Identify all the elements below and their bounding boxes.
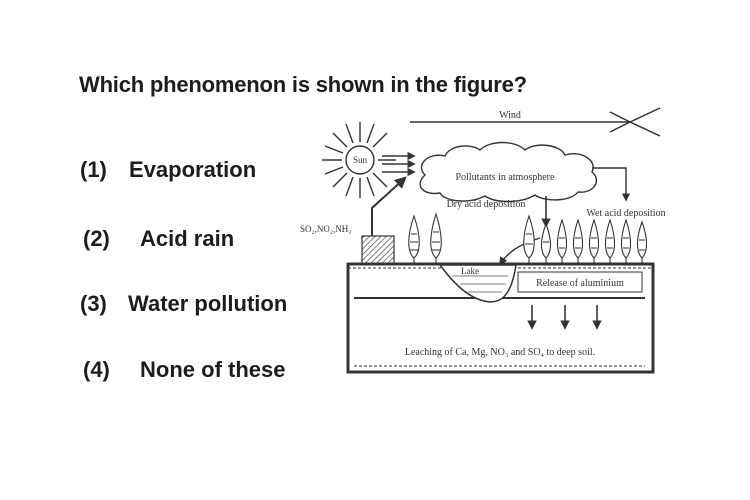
lake-label: Lake [461, 266, 479, 276]
pollutant-cloud [419, 141, 597, 203]
leaching-label: Leaching of Ca, Mg, NO₃ and SO₄ to deep … [405, 347, 595, 358]
option-3[interactable]: (3) Water pollution [80, 291, 287, 317]
aluminium-box [517, 271, 643, 293]
option-4-number: (4) [83, 357, 110, 382]
option-4-label: None of these [140, 357, 286, 382]
wet-deposition-arrow [592, 167, 631, 202]
tree [523, 214, 535, 265]
wet-deposition-label: Wet acid deposition [586, 208, 665, 219]
lake [438, 264, 517, 303]
tree [604, 218, 616, 265]
leaching-arrows [527, 305, 602, 330]
option-4[interactable]: (4) None of these [83, 357, 285, 383]
dry-deposition-label: Dry acid deposition [447, 199, 526, 210]
sunlight-arrows [382, 151, 416, 177]
tree [408, 214, 420, 265]
option-1[interactable]: (1) Evaporation [80, 157, 256, 183]
option-3-number: (3) [80, 291, 107, 316]
lake-ripples [452, 275, 508, 293]
sun-icon [322, 122, 396, 198]
tree [556, 218, 568, 265]
option-2[interactable]: (2) Acid rain [83, 226, 234, 252]
option-3-label: Water pollution [128, 291, 288, 316]
tree [572, 218, 584, 265]
emissions-label: SO₂,NO₂,NH₃ [300, 224, 351, 234]
runoff-arrow [499, 237, 541, 266]
tree [588, 218, 600, 265]
wind-arrow [410, 107, 661, 137]
trees [408, 212, 648, 265]
tree [430, 212, 442, 265]
option-1-label: Evaporation [129, 157, 257, 182]
tree [636, 220, 648, 265]
sun-label: Sun [353, 155, 368, 165]
option-2-number: (2) [83, 226, 110, 251]
emission-arrow [371, 176, 407, 236]
tree [540, 222, 552, 265]
tree [620, 218, 632, 265]
factory-block [361, 235, 395, 265]
option-1-number: (1) [80, 157, 107, 182]
pollutants-label: Pollutants in atmosphere [456, 172, 555, 183]
question-text: Which phenomenon is shown in the figure? [79, 72, 527, 97]
option-2-label: Acid rain [140, 226, 235, 251]
wind-label: Wind [499, 110, 521, 121]
aluminium-label: Release of aluminium [536, 278, 624, 289]
